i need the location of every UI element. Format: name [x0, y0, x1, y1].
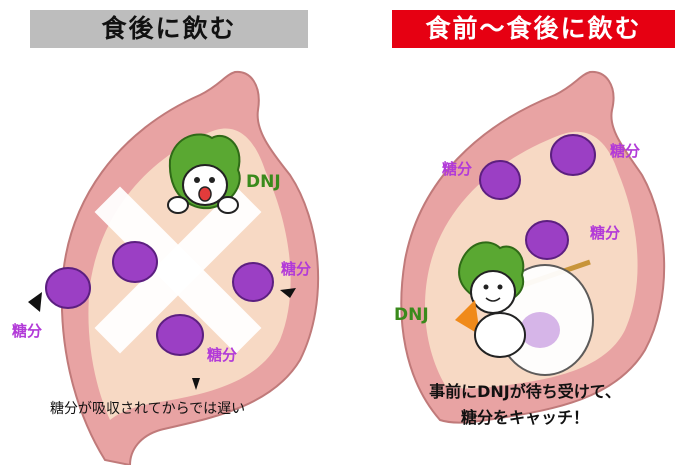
right-caption-line2: 糖分をキャッチ！: [460, 408, 589, 427]
sugar-blob: [525, 220, 569, 260]
right-panel: 食前〜食後に飲む DNJ 糖分 糖分: [350, 0, 700, 465]
sugar-blob: [45, 267, 91, 309]
sugar-label: 糖分: [610, 142, 641, 160]
arrow-icon: [28, 288, 296, 390]
stomach-illustration-left: [28, 70, 320, 465]
sugar-label: 糖分: [281, 260, 312, 278]
dnj-character-catching: [455, 241, 526, 358]
sugar-label: 糖分: [207, 346, 238, 364]
right-title-banner: 食前〜食後に飲む: [392, 10, 675, 48]
big-x-mark: [94, 186, 262, 354]
sugar-blob: [232, 262, 274, 302]
sugar-blob: [479, 160, 521, 200]
sugar-blob: [550, 134, 596, 176]
sugar-label: 糖分: [590, 224, 621, 242]
dnj-label: DNJ: [394, 305, 429, 325]
sugar-blob: [156, 314, 204, 356]
stomach-illustration-right: [400, 70, 666, 424]
dnj-label: DNJ: [246, 172, 281, 192]
dnj-character-surprised: [167, 133, 241, 214]
left-panel: 食後に飲む: [12, 10, 320, 465]
left-title-banner: 食後に飲む: [30, 10, 308, 48]
sugar-label: 糖分: [442, 160, 473, 178]
right-caption-line1: 事前にDNJが待ち受けて、: [429, 382, 621, 401]
sugar-blob: [112, 241, 158, 283]
left-caption: 糖分が吸収されてからでは遅い: [50, 401, 246, 417]
sugar-label: 糖分: [12, 322, 43, 340]
